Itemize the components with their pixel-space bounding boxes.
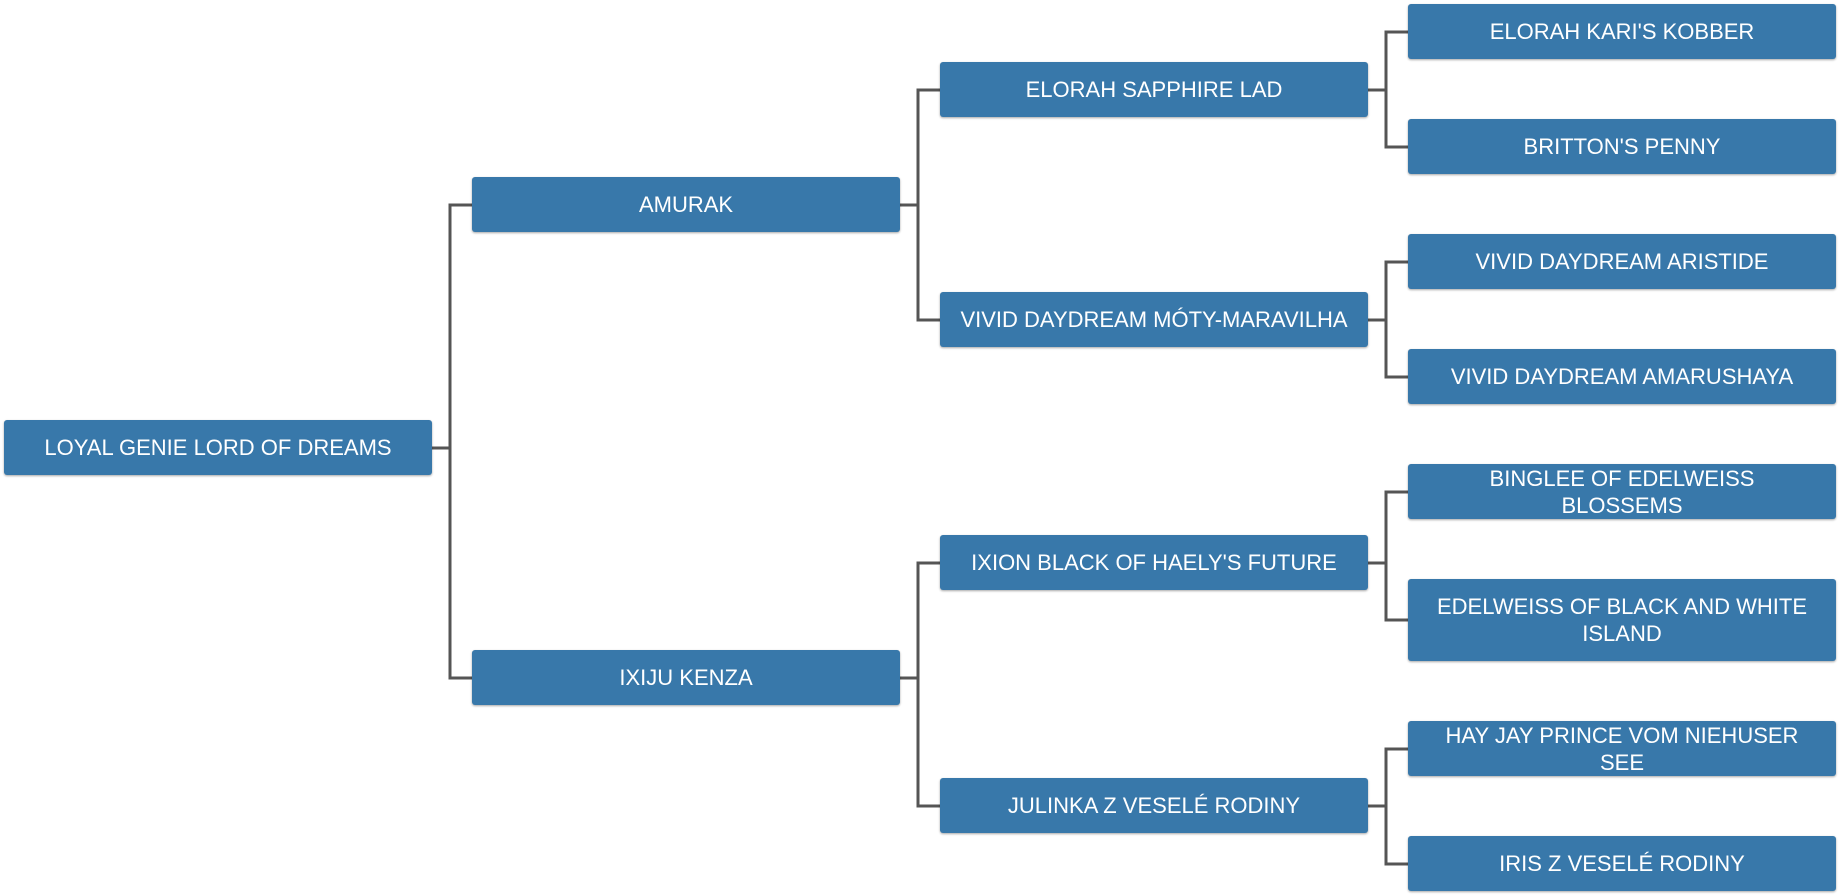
pedigree-node-dam-sire[interactable]: IXION BLACK OF HAELY'S FUTURE: [940, 535, 1368, 590]
connector-root: [430, 203, 474, 680]
node-label: ELORAH SAPPHIRE LAD: [1025, 77, 1283, 102]
node-label: IXIJU KENZA: [619, 665, 753, 690]
connector-dam-dam: [1366, 747, 1410, 866]
pedigree-node-dam-sire-sire[interactable]: BINGLEE OF EDELWEISS BLOSSEMS: [1408, 464, 1836, 519]
node-label: VIVID DAYDREAM MÓTY-MARAVILHA: [960, 307, 1348, 332]
pedigree-node-dam-sire-dam[interactable]: EDELWEISS OF BLACK AND WHITE ISLAND: [1408, 579, 1836, 661]
connector-sire-sire: [1366, 30, 1410, 149]
pedigree-node-sire-sire-dam[interactable]: BRITTON'S PENNY: [1408, 119, 1836, 174]
pedigree-node-dam-dam-dam[interactable]: IRIS Z VESELÉ RODINY: [1408, 836, 1836, 891]
connector-dam: [898, 561, 942, 808]
node-label: BINGLEE OF EDELWEISS BLOSSEMS: [1489, 465, 1755, 518]
node-label: IRIS Z VESELÉ RODINY: [1499, 851, 1745, 876]
pedigree-node-sire-dam-sire[interactable]: VIVID DAYDREAM ARISTIDE: [1408, 234, 1836, 289]
node-label: IXION BLACK OF HAELY'S FUTURE: [971, 550, 1337, 575]
pedigree-node-sire-dam[interactable]: VIVID DAYDREAM MÓTY-MARAVILHA: [940, 292, 1368, 347]
node-label: VIVID DAYDREAM ARISTIDE: [1475, 249, 1769, 274]
pedigree-node-dam[interactable]: IXIJU KENZA: [472, 650, 900, 705]
node-label: ELORAH KARI'S KOBBER: [1489, 19, 1755, 44]
connector-dam-sire: [1366, 490, 1410, 622]
node-label: AMURAK: [638, 192, 734, 217]
pedigree-node-dam-dam-sire[interactable]: HAY JAY PRINCE VOM NIEHUSER SEE: [1408, 721, 1836, 776]
node-label: LOYAL GENIE LORD OF DREAMS: [44, 435, 392, 460]
node-label: JULINKA Z VESELÉ RODINY: [1007, 793, 1301, 818]
node-label: EDELWEISS OF BLACK AND WHITE ISLAND: [1437, 594, 1807, 646]
node-label: HAY JAY PRINCE VOM NIEHUSER SEE: [1445, 722, 1799, 775]
pedigree-node-dam-dam[interactable]: JULINKA Z VESELÉ RODINY: [940, 778, 1368, 833]
pedigree-node-subject[interactable]: LOYAL GENIE LORD OF DREAMS: [4, 420, 432, 475]
node-label: BRITTON'S PENNY: [1523, 134, 1721, 159]
connector-sire-dam: [1366, 260, 1410, 379]
pedigree-node-sire-dam-dam[interactable]: VIVID DAYDREAM AMARUSHAYA: [1408, 349, 1836, 404]
pedigree-node-sire-sire[interactable]: ELORAH SAPPHIRE LAD: [940, 62, 1368, 117]
node-label: VIVID DAYDREAM AMARUSHAYA: [1450, 364, 1794, 389]
pedigree-node-sire[interactable]: AMURAK: [472, 177, 900, 232]
pedigree-node-sire-sire-sire[interactable]: ELORAH KARI'S KOBBER: [1408, 4, 1836, 59]
connector-sire: [898, 88, 942, 322]
